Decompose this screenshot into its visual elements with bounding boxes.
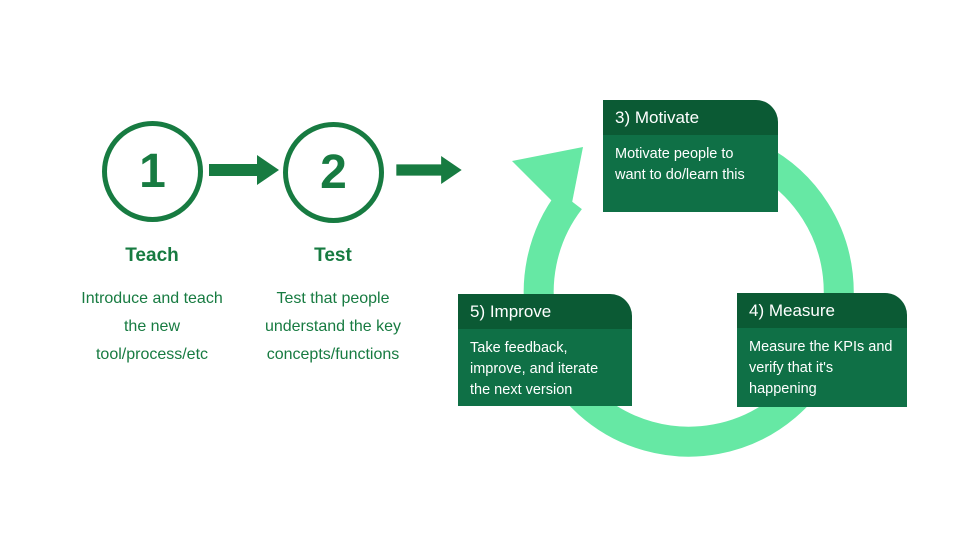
card-measure: 4) Measure Measure the KPIs and verify t… [737,293,907,407]
step-1-description: Introduce and teach the new tool/process… [81,290,223,363]
step-1-circle: 1 [102,121,203,222]
card-motivate-header: 3) Motivate [603,100,778,135]
arrow-right-icon [209,155,279,185]
step-2-description: Test that people understand the key conc… [264,290,402,363]
cycle-arrowhead-icon [512,147,583,218]
step-2-title: Test [314,245,352,266]
step-2-number: 2 [320,145,347,199]
card-improve-body: Take feedback, improve, and iterate the … [458,329,632,406]
card-measure-header: 4) Measure [737,293,907,328]
card-improve: 5) Improve Take feedback, improve, and i… [458,294,632,406]
card-improve-header: 5) Improve [458,294,632,329]
card-motivate: 3) Motivate Motivate people to want to d… [603,100,778,212]
card-motivate-body: Motivate people to want to do/learn this [603,135,778,212]
step-1-number: 1 [139,144,166,198]
card-measure-body: Measure the KPIs and verify that it's ha… [737,328,907,407]
arrow-right-icon [396,156,462,184]
step-1-title: Teach [125,245,179,266]
step-2-circle: 2 [283,122,384,223]
